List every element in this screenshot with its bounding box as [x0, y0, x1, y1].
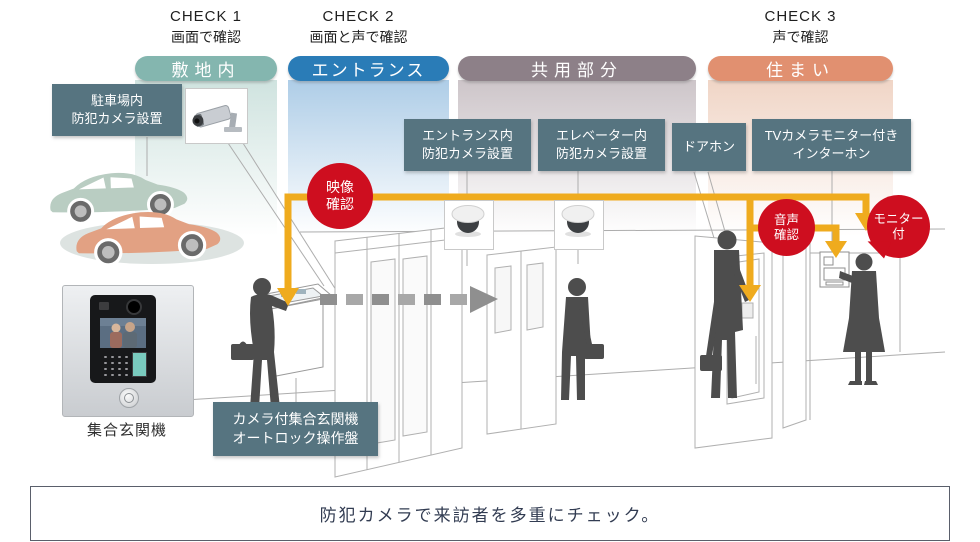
- entrance-unit-caption: 集合玄関機: [86, 422, 167, 439]
- label-parking-camera: 駐車場内 防犯カメラ設置: [52, 84, 182, 136]
- label-elevator-camera: エレベーター内 防犯カメラ設置: [538, 119, 665, 171]
- speaker-icon: [99, 302, 109, 310]
- visitor-at-kiosk: [231, 278, 289, 408]
- keypad: [100, 352, 128, 377]
- entrance-unit-faceplate: [90, 295, 156, 383]
- resident-at-intercom: [839, 253, 885, 385]
- label-tv-intercom: TVカメラモニター付き インターホン: [752, 119, 911, 171]
- zone-pill-entrance: エントランス: [288, 56, 449, 81]
- audio-check-badge: 音声 確認: [758, 199, 815, 256]
- dome-camera-icon-elevator: [554, 200, 604, 250]
- monitor-badge: モニター 付: [867, 195, 930, 258]
- zone-pill-home: 住まい: [708, 56, 893, 81]
- intercom-unit-icon: [819, 251, 850, 288]
- check3-title: CHECK 3: [764, 8, 837, 25]
- caption-text: 防犯カメラで来訪者を多重にチェック。: [319, 506, 661, 525]
- label-lobby-panel: カメラ付集合玄関機 オートロック操作盤: [213, 402, 378, 456]
- entrance-unit-screen: [100, 318, 146, 348]
- elevator-doors: [486, 246, 557, 435]
- check2-title: CHECK 2: [322, 8, 395, 25]
- caption-bar: 防犯カメラで来訪者を多重にチェック。: [30, 486, 950, 541]
- visitor-at-elevator: [561, 278, 604, 400]
- label-entrance-camera: エントランス内 防犯カメラ設置: [404, 119, 531, 171]
- bullet-camera-icon: [185, 88, 248, 144]
- check2-header: CHECK 2 画面と声で確認: [278, 8, 439, 47]
- zone-pill-common: 共用部分: [458, 56, 696, 81]
- call-button: [119, 388, 139, 408]
- walkthrough-arrow: [320, 286, 498, 313]
- check1-subtitle: 画面で確認: [171, 29, 241, 45]
- check3-subtitle: 声で確認: [772, 29, 829, 45]
- label-doorphone: ドアホン: [672, 123, 746, 171]
- check1-header: CHECK 1 画面で確認: [135, 8, 277, 47]
- status-display: [132, 352, 147, 377]
- dome-camera-icon-entrance: [444, 200, 494, 250]
- entrance-unit-photo: [62, 285, 194, 417]
- home-wall: [782, 232, 807, 429]
- check2-subtitle: 画面と声で確認: [309, 29, 408, 45]
- check3-header: CHECK 3 声で確認: [708, 8, 893, 47]
- camera-lens-icon: [126, 299, 142, 315]
- zone-pill-site: 敷地内: [135, 56, 277, 81]
- signal-arrowheads: [277, 213, 877, 306]
- video-check-badge: 映像 確認: [307, 163, 373, 229]
- check1-title: CHECK 1: [169, 8, 243, 25]
